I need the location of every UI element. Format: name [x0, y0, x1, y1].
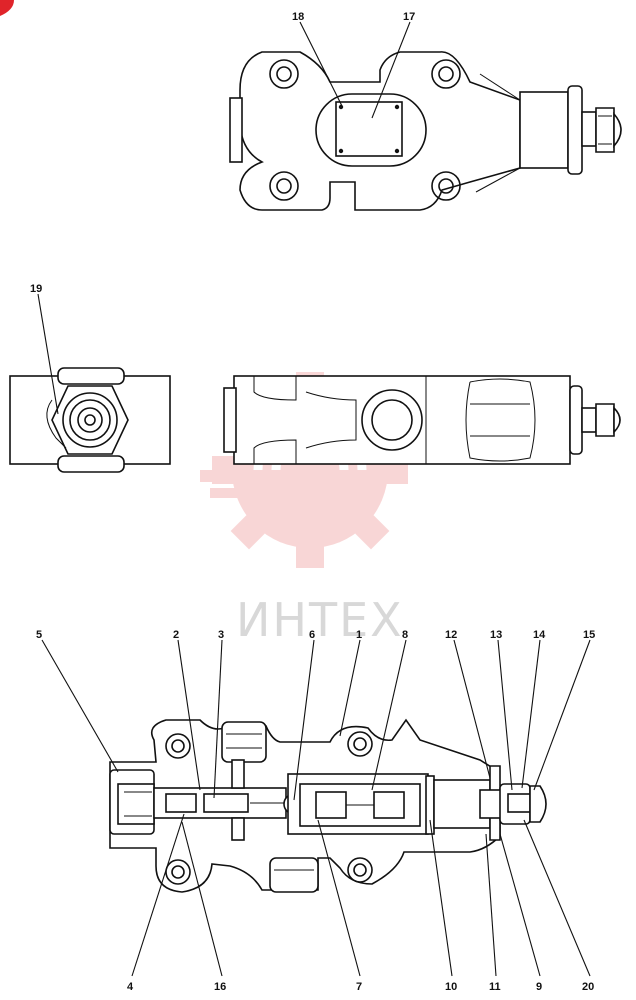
callout-7: 7 [356, 981, 362, 993]
callout-18: 18 [292, 11, 304, 23]
cover-plate [335, 101, 403, 157]
side-view-body [233, 375, 571, 465]
callout-11: 11 [489, 981, 501, 993]
callout-16: 16 [214, 981, 226, 993]
leader-lines [37, 21, 591, 977]
callout-8: 8 [402, 629, 408, 641]
port-inner [371, 399, 413, 441]
end-view [9, 367, 171, 473]
callout-14: 14 [533, 629, 546, 641]
callout-3: 3 [218, 629, 224, 641]
callout-13: 13 [490, 629, 502, 641]
end-cap [529, 785, 547, 823]
callout-5: 5 [36, 629, 42, 641]
callout-17: 17 [403, 11, 415, 23]
callout-12: 12 [445, 629, 457, 641]
cap-nut [613, 111, 622, 149]
right-plug [519, 91, 569, 169]
callout-2: 2 [173, 629, 179, 641]
callout-1: 1 [356, 629, 362, 641]
hex-nut-icon [51, 385, 129, 455]
left-end-cap [229, 97, 243, 163]
cover-window [315, 93, 427, 167]
callout-6: 6 [309, 629, 315, 641]
port-outer [361, 389, 423, 451]
corner-mark [0, 0, 14, 16]
side-view [223, 375, 621, 465]
top-view [229, 51, 622, 211]
callout-10: 10 [445, 981, 457, 993]
watermark-text: ИНТЕХ [236, 593, 404, 647]
callout-9: 9 [536, 981, 542, 993]
section-view [109, 718, 547, 893]
callout-labels: 18 17 19 5 2 3 6 1 8 12 13 14 15 4 16 7 … [30, 11, 595, 993]
callout-15: 15 [583, 629, 595, 641]
top-view-body [239, 51, 521, 211]
callout-19: 19 [30, 283, 42, 295]
callout-4: 4 [127, 981, 134, 993]
callout-20: 20 [582, 981, 594, 993]
